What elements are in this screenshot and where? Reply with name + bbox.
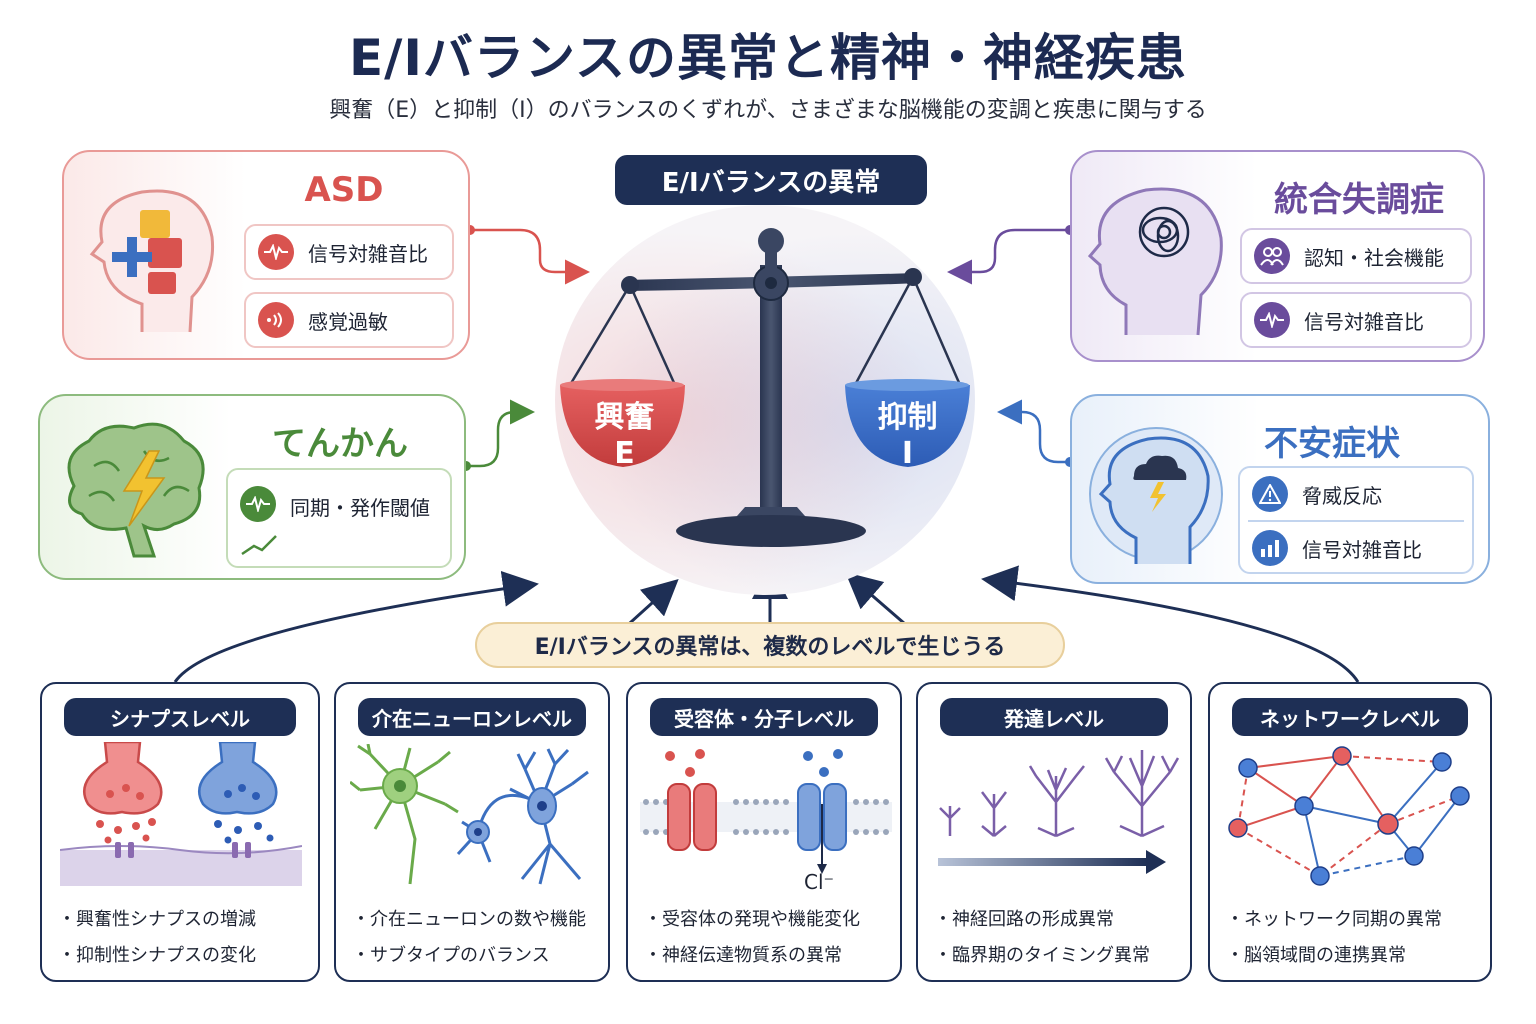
level-bullet: ・抑制性シナプスの変化 [58,945,256,966]
chloride-ion-label: Cl⁻ [804,870,835,894]
epilepsy-connector [461,399,535,471]
level-bullet: ・神経回路の形成異常 [934,909,1114,930]
level-title: シナプスレベル [64,698,296,736]
people-icon [1254,238,1290,274]
head-storm-icon [1089,427,1223,564]
level-bullet: ・臨界期のタイミング異常 [934,945,1150,966]
network-illustration [1228,746,1470,886]
anxiety-item-label: 脅威反応 [1302,483,1382,508]
level-card-development: 発達レベル ・神経回路の形成異常 ・臨界期のタイミング異常 [916,682,1192,982]
schizophrenia-item-label: 認知・社会機能 [1304,245,1444,270]
schizophrenia-item-cognition: 認知・社会機能 [1240,228,1472,284]
anxiety-item-threat: 脅威反応 [1248,468,1464,522]
level-card-network: ネットワークレベル ・ネットワーク同期の異常 ・脳領域間の連携異常 [1208,682,1492,982]
membrane-receptor-illustration [640,749,892,874]
schizophrenia-item-label: 信号対雑音比 [1304,309,1424,334]
level-bullet: ・興奮性シナプスの増減 [58,909,256,930]
level-bullets: ・介在ニューロンの数や機能 ・サブタイプのバランス [352,902,602,974]
level-arrows [173,563,1360,683]
anxiety-items: 脅威反応 信号対雑音比 [1238,466,1474,574]
waveform-icon [258,234,294,270]
asd-item-snr: 信号対雑音比 [244,224,454,280]
excitation-label: 興奮 [594,400,655,435]
inhibition-label: 抑制 [877,400,938,435]
level-card-interneuron: 介在ニューロンレベル ・介在ニューロンの数や機能 ・サブタイプのバランス [334,682,610,982]
levels-banner: E/Iバランスの異常は、複数のレベルで生じうる [475,622,1065,668]
excitation-symbol: E [614,436,635,471]
waveform-icon [240,486,276,522]
epilepsy-title: てんかん [272,424,408,464]
level-bullets: ・受容体の発現や機能変化 ・神経伝達物質系の異常 [644,902,894,974]
anxiety-item-snr: 信号対雑音比 [1248,522,1464,574]
anxiety-title: 不安症状 [1264,424,1400,464]
asd-item-sensory: 感覚過敏 [244,292,454,348]
center-title: E/Iバランスの異常 [615,155,927,205]
trend-up-icon [241,535,277,556]
brain-lightning-icon [67,422,205,558]
schizophrenia-item-snr: 信号対雑音比 [1240,292,1472,348]
level-bullets: ・ネットワーク同期の異常 ・脳領域間の連携異常 [1226,902,1484,974]
bar-chart-icon [1252,530,1288,566]
level-title: 受容体・分子レベル [650,698,878,736]
dendrite-growth-illustration [938,750,1180,874]
level-title: 発達レベル [940,698,1168,736]
level-title: ネットワークレベル [1232,698,1468,736]
inhibition-symbol: I [901,436,914,471]
epilepsy-item-label: 同期・発作閾値 [290,496,430,520]
schizophrenia-card: 統合失調症 認知・社会機能 信号対雑音比 [1070,150,1485,362]
anxiety-connector [997,399,1075,467]
balance-scale-icon [560,228,970,547]
level-bullets: ・神経回路の形成異常 ・臨界期のタイミング異常 [934,902,1184,974]
neurons-illustration [350,744,589,885]
page-subtitle: 興奮（E）と抑制（I）のバランスのくずれが、さまざまな脳機能の変調と疾患に関与す… [329,98,1207,123]
waveform-icon [1254,302,1290,338]
head-tangle-icon [1087,187,1223,336]
level-bullet: ・介在ニューロンの数や機能 [352,909,586,930]
inhibition-pan: 抑制 I [845,400,970,472]
level-bullet: ・神経伝達物質系の異常 [644,945,842,966]
asd-title: ASD [304,170,384,210]
epilepsy-card: てんかん 同期・発作閾値 [38,394,466,580]
asd-card: ASD 信号対雑音比 感覚過敏 [62,150,470,360]
warning-icon [1252,476,1288,512]
synapse-illustration [60,742,302,886]
level-bullet: ・受容体の発現や機能変化 [644,909,860,930]
asd-item-label: 感覚過敏 [308,309,388,334]
level-card-receptor: 受容体・分子レベル Cl⁻ ・受容体の発現や機能変化 ・神経伝達物質系の異常 [626,682,902,982]
level-card-synapse: シナプスレベル ・興奮性シナプスの増減 ・抑制性シナプスの変化 [40,682,320,982]
page-title: E/Iバランスの異常と精神・神経疾患 [348,29,1188,87]
asd-item-label: 信号対雑音比 [308,241,428,266]
excitation-pan: 興奮 E [562,400,687,472]
level-bullets: ・興奮性シナプスの増減 ・抑制性シナプスの変化 [58,902,312,974]
level-bullet: ・サブタイプのバランス [352,945,550,966]
schizophrenia-title: 統合失調症 [1274,180,1444,220]
epilepsy-item-sync: 同期・発作閾値 [226,468,452,568]
anxiety-item-label: 信号対雑音比 [1302,537,1422,562]
level-bullet: ・ネットワーク同期の異常 [1226,909,1442,930]
anxiety-card: 不安症状 脅威反応 信号対雑音比 [1070,394,1490,584]
head-puzzle-icon [89,189,215,333]
level-title: 介在ニューロンレベル [358,698,586,736]
sound-waves-icon [258,302,294,338]
level-bullet: ・脳領域間の連携異常 [1226,945,1406,966]
